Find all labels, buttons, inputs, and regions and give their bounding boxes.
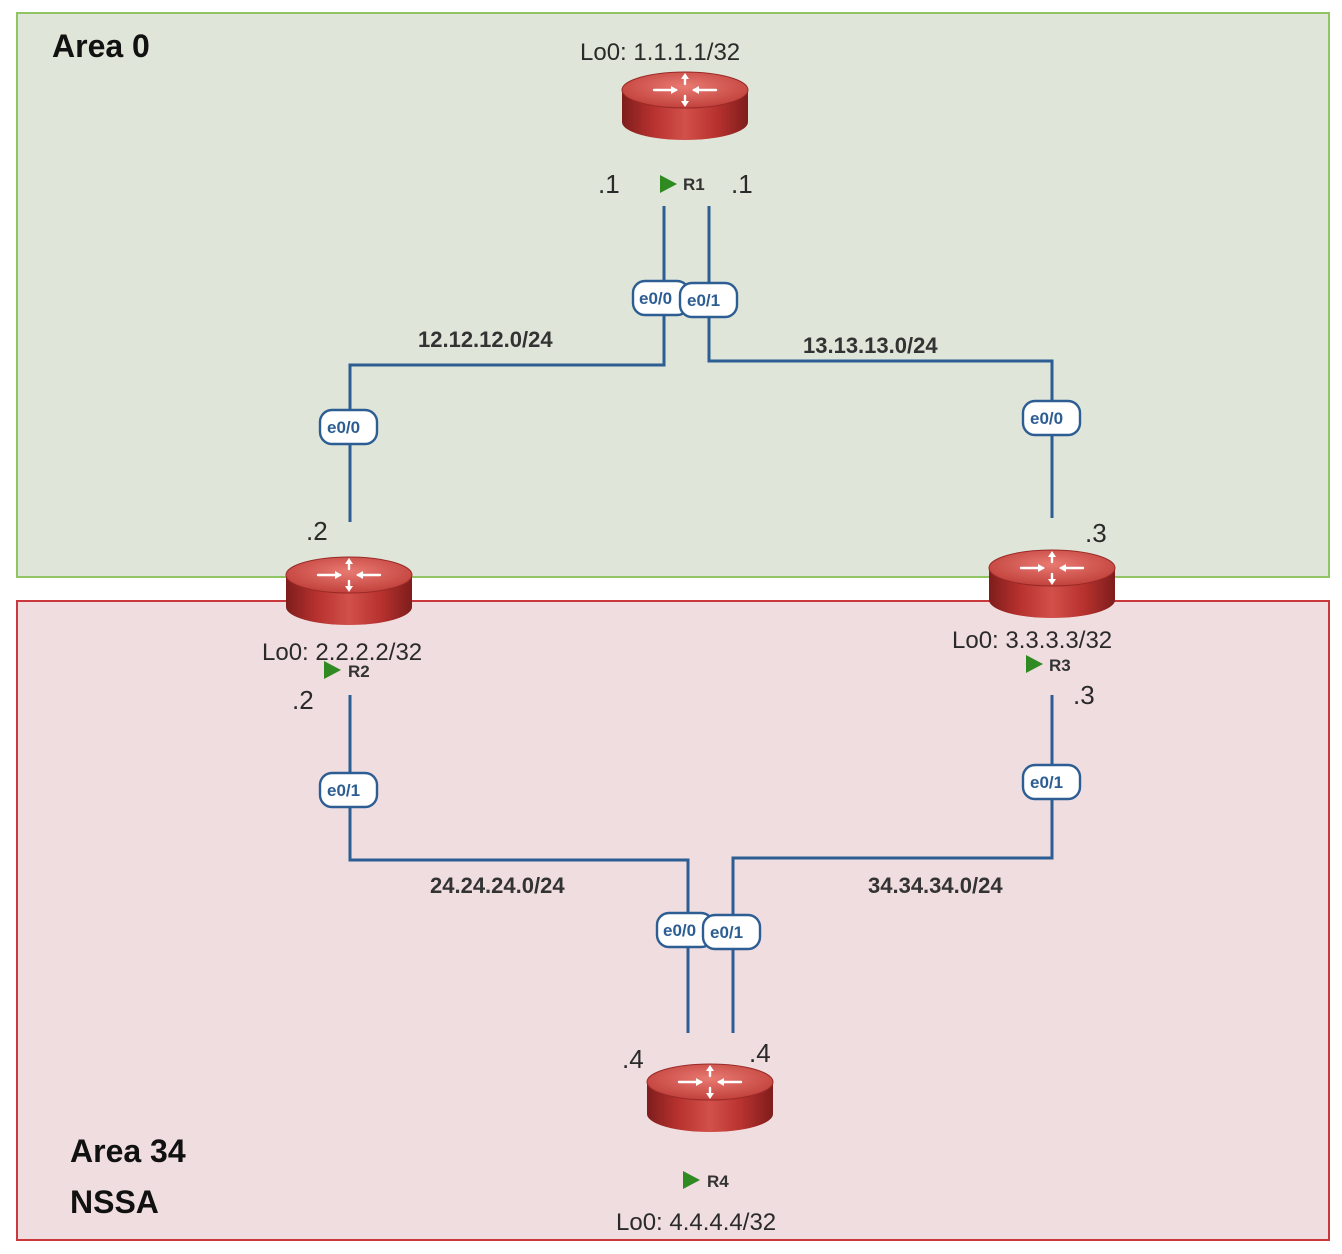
router-r3-icon[interactable] [987, 548, 1117, 620]
svg-text:e0/0: e0/0 [327, 418, 360, 437]
r3-loopback: Lo0: 3.3.3.3/32 [952, 627, 1112, 654]
r1-e0-1-port[interactable]: e0/1 [678, 281, 739, 319]
r4-e0-0-address: .4 [622, 1044, 644, 1074]
r1-e0-0-address: .1 [598, 169, 620, 199]
r1-play-status-icon [660, 175, 677, 193]
r4-play-status-icon [683, 1171, 700, 1189]
svg-text:e0/0: e0/0 [639, 289, 672, 308]
svg-text:e0/1: e0/1 [687, 291, 720, 310]
subnet-r1-r3: 13.13.13.0/24 [803, 333, 938, 358]
router-r1-icon[interactable] [620, 70, 750, 142]
r4-loopback: Lo0: 4.4.4.4/32 [616, 1209, 776, 1236]
r4-e0-1-port[interactable]: e0/1 [701, 913, 762, 951]
svg-text:e0/0: e0/0 [1030, 409, 1063, 428]
subnet-r3-r4: 34.34.34.0/24 [868, 873, 1003, 898]
subnet-r1-r2: 12.12.12.0/24 [418, 327, 553, 352]
r1-e0-1-address: .1 [731, 169, 753, 199]
r2-name: R2 [348, 662, 370, 681]
router-r4-icon[interactable] [645, 1062, 775, 1134]
r3-e0-0-address: .3 [1085, 518, 1107, 548]
svg-text:e0/1: e0/1 [327, 781, 360, 800]
r1-name: R1 [683, 175, 705, 194]
r3-e0-0-port[interactable]: e0/0 [1021, 399, 1082, 437]
r4-e0-1-address: .4 [749, 1038, 771, 1068]
r1-loopback: Lo0: 1.1.1.1/32 [580, 39, 740, 66]
svg-text:e0/1: e0/1 [1030, 773, 1063, 792]
svg-text:e0/1: e0/1 [710, 923, 743, 942]
r2-e0-1-port[interactable]: e0/1 [318, 771, 379, 809]
subnet-r2-r4: 24.24.24.0/24 [430, 873, 565, 898]
r2-e0-0-port[interactable]: e0/0 [318, 408, 379, 446]
r3-e0-1-port[interactable]: e0/1 [1021, 763, 1082, 801]
r2-loopback: Lo0: 2.2.2.2/32 [262, 639, 422, 666]
area-0-title: Area 0 [52, 28, 150, 64]
r2-e0-1-address: .2 [292, 685, 314, 715]
area-34-type: NSSA [70, 1184, 159, 1220]
r3-e0-1-address: .3 [1073, 680, 1095, 710]
r3-name: R3 [1049, 656, 1071, 675]
router-r2-icon[interactable] [284, 555, 414, 627]
r3-play-status-icon [1026, 655, 1043, 673]
r4-name: R4 [707, 1172, 729, 1191]
area-34-title: Area 34 [70, 1133, 186, 1169]
r2-play-status-icon [324, 661, 341, 679]
r1-e0-0-port[interactable]: e0/0 [631, 279, 691, 317]
r2-e0-0-address: .2 [306, 516, 328, 546]
svg-text:e0/0: e0/0 [663, 921, 696, 940]
